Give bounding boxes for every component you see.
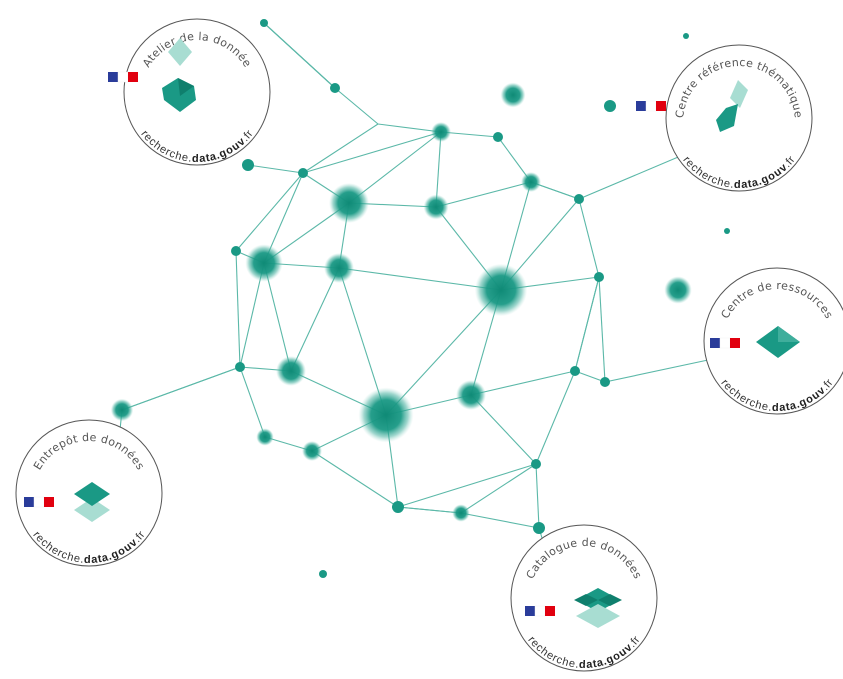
- network-edge: [302, 131, 442, 174]
- network-edge: [574, 370, 606, 383]
- network-node: [260, 19, 268, 27]
- network-edge: [578, 151, 691, 200]
- badge-entrepot: Entrepôt de données recherche.data.gouv.…: [15, 419, 163, 567]
- network-node: [324, 253, 354, 283]
- network-edge: [574, 276, 600, 372]
- french-flag-icon: [636, 100, 666, 112]
- network-edge: [263, 22, 336, 89]
- network-edge: [338, 267, 502, 291]
- network-node: [683, 33, 689, 39]
- network-edge: [535, 370, 576, 465]
- catalogue-logo-icon: [574, 588, 622, 628]
- badge-catalogue: Catalogue de données recherche.data.gouv…: [510, 524, 658, 672]
- network-node: [423, 194, 449, 220]
- network-node: [256, 428, 274, 446]
- network-node: [724, 228, 730, 234]
- network-node: [604, 100, 616, 112]
- atelier-logo-icon: [162, 38, 196, 112]
- network-node: [531, 459, 541, 469]
- network-edge: [311, 450, 399, 508]
- network-node: [242, 159, 254, 171]
- network-node: [574, 194, 584, 204]
- network-node: [319, 570, 327, 578]
- network-edge: [535, 463, 540, 529]
- centre-expertise-logo-icon: [716, 80, 748, 132]
- network-node: [245, 244, 283, 282]
- network-node: [329, 183, 369, 223]
- network-edge: [239, 366, 266, 438]
- network-node: [521, 172, 541, 192]
- network-edge: [460, 512, 540, 529]
- network-edge: [121, 366, 241, 411]
- network-edge: [377, 123, 442, 133]
- network-node: [302, 441, 322, 461]
- network-node: [392, 501, 404, 513]
- network-edge: [435, 181, 532, 208]
- network-edge: [578, 198, 600, 278]
- network-edge: [385, 289, 502, 416]
- network-node: [431, 122, 451, 142]
- network-edge: [290, 267, 340, 372]
- network-node: [493, 132, 503, 142]
- network-node: [474, 263, 528, 317]
- badge-centre-ressources: Centre de ressources recherche.data.gouv…: [703, 267, 843, 415]
- badge-centre-expertise: Centre référence thématique recherche.da…: [636, 44, 813, 192]
- network-edge: [470, 370, 576, 396]
- french-flag-icon: [710, 337, 740, 349]
- network-node: [570, 366, 580, 376]
- network-node: [276, 356, 306, 386]
- network-node: [231, 246, 241, 256]
- network-node: [358, 387, 414, 443]
- badge-atelier: Atelier de la donnée recherche.data.gouv…: [108, 18, 271, 166]
- network-node: [594, 272, 604, 282]
- network-node: [110, 398, 134, 422]
- network-edge: [397, 463, 537, 508]
- network-node: [235, 362, 245, 372]
- network-edge: [334, 87, 379, 125]
- network-edge: [397, 506, 462, 514]
- network-node: [664, 276, 692, 304]
- network-node: [533, 522, 545, 534]
- network-edge: [302, 123, 379, 174]
- network-edge: [435, 131, 442, 208]
- network-edge: [235, 172, 304, 252]
- entrepot-logo-icon: [74, 482, 110, 522]
- centre-ressources-logo-icon: [756, 326, 800, 358]
- french-flag-icon: [525, 605, 555, 617]
- network-node: [452, 504, 470, 522]
- french-flag-icon: [24, 496, 54, 508]
- network-edge: [235, 250, 241, 368]
- network-node: [298, 168, 308, 178]
- network-nodes: [110, 19, 730, 578]
- network-edge: [470, 394, 537, 465]
- network-edge: [604, 359, 709, 383]
- network-edge: [460, 463, 537, 514]
- network-node: [456, 380, 486, 410]
- network-edge: [598, 276, 606, 383]
- network-edge: [247, 164, 304, 174]
- network-node: [330, 83, 340, 93]
- network-node: [600, 377, 610, 387]
- french-flag-icon: [108, 71, 138, 83]
- network-node: [500, 82, 526, 108]
